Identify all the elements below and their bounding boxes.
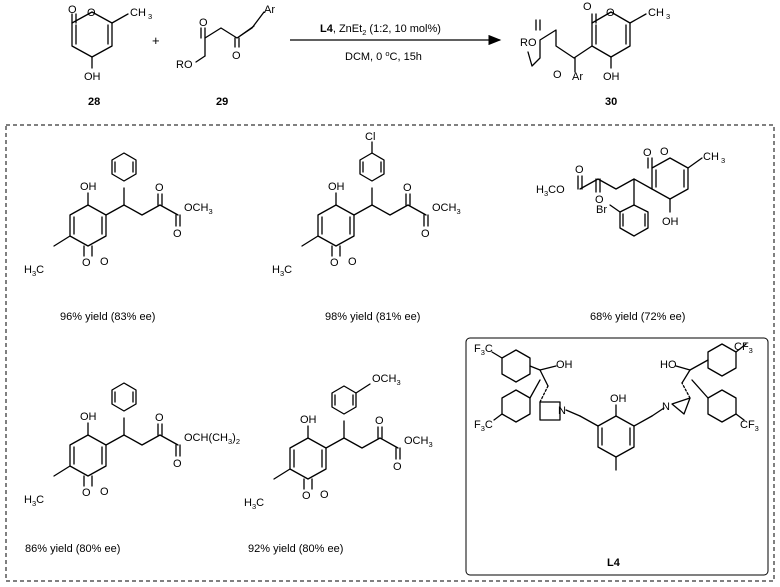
- atom-o: O: [232, 50, 241, 62]
- conditions-post: C, 15h: [390, 51, 422, 63]
- atom-ch3: CH: [703, 151, 719, 163]
- atom-h3c: H3C: [24, 264, 44, 278]
- atom-o: O: [320, 489, 329, 501]
- atom-h3co: H3CO: [536, 184, 565, 198]
- example-3-structure: O O CH 3 OH O O Br H3CO: [536, 146, 725, 237]
- example-5-structure: OCH3 OH O O H3C O O OCH3: [244, 373, 433, 511]
- atom-o: O: [82, 487, 91, 499]
- example-3-yield: 68% yield (72% ee): [590, 311, 685, 323]
- atom-o: O: [155, 182, 164, 194]
- atom-oh: OH: [610, 393, 627, 405]
- catalyst-sub: 2: [362, 28, 366, 37]
- atom-ro: RO: [176, 59, 193, 71]
- atom-cf3: CF3: [734, 341, 753, 355]
- atom-o: O: [199, 17, 208, 29]
- catalyst-ligand: L4: [320, 23, 334, 35]
- compound-29-structure: O O RO Ar: [176, 4, 275, 71]
- atom-o: O: [302, 490, 311, 502]
- sub-3: 3: [666, 12, 670, 21]
- atom-h3c: H3C: [24, 494, 44, 508]
- catalyst-conditions: L4, ZnEt2 (1:2, 10 mol%): [320, 23, 441, 37]
- atom-oh: OH: [662, 216, 679, 228]
- atom-o: O: [375, 415, 384, 427]
- atom-o: O: [575, 164, 584, 176]
- atom-cl: Cl: [365, 131, 375, 143]
- atom-h3c: H3C: [272, 264, 292, 278]
- atom-o: O: [606, 7, 615, 19]
- atom-o: O: [393, 461, 402, 473]
- compound-28-label: 28: [88, 96, 100, 108]
- compound-30-label: 30: [605, 96, 617, 108]
- example-1-yield: 96% yield (83% ee): [60, 311, 155, 323]
- atom-och3: OCH3: [372, 373, 401, 387]
- atom-ro: RO: [520, 37, 537, 49]
- example-4-structure: OH O O H3C O O OCH(CH3)2: [24, 382, 240, 508]
- atom-och-ch3-2: OCH(CH3)2: [184, 432, 240, 446]
- atom-br: Br: [596, 204, 607, 216]
- atom-och3: OCH3: [432, 202, 461, 216]
- example-5-yield: 92% yield (80% ee): [248, 543, 343, 555]
- atom-oh: OH: [80, 181, 97, 193]
- sub-3: 3: [148, 12, 152, 21]
- atom-oh: OH: [328, 181, 345, 193]
- ligand-l4-label: L4: [607, 557, 621, 569]
- catalyst-loading: (1:2, 10 mol%): [366, 23, 441, 35]
- atom-o: O: [330, 257, 339, 269]
- atom-oh: OH: [556, 359, 573, 371]
- atom-o: O: [660, 146, 669, 158]
- atom-o: O: [82, 257, 91, 269]
- atom-och3: OCH3: [184, 202, 213, 216]
- atom-ho: HO: [660, 359, 677, 371]
- ligand-box: [465, 337, 769, 576]
- atom-oh: OH: [84, 71, 101, 83]
- atom-f3c: F3C: [474, 343, 493, 357]
- atom-o: O: [173, 228, 182, 240]
- atom-n: N: [558, 405, 566, 417]
- atom-o: O: [173, 458, 182, 470]
- atom-ar: Ar: [264, 4, 275, 16]
- catalyst-zinc: , ZnEt: [333, 23, 362, 35]
- atom-oh: OH: [603, 71, 620, 83]
- compound-28-structure: O O CH 3 OH: [68, 4, 152, 83]
- atom-o: O: [421, 228, 430, 240]
- example-2-yield: 98% yield (81% ee): [325, 311, 420, 323]
- atom-o: O: [348, 256, 357, 268]
- atom-ch3: CH: [648, 7, 664, 19]
- compound-29-label: 29: [216, 96, 228, 108]
- atom-o: O: [100, 256, 109, 268]
- atom-o: O: [100, 486, 109, 498]
- atom-oh: OH: [80, 411, 97, 423]
- atom-och3: OCH3: [404, 435, 433, 449]
- plus-sign: +: [152, 33, 160, 48]
- atom-o: O: [68, 4, 77, 16]
- atom-oh: OH: [300, 414, 317, 426]
- example-4-yield: 86% yield (80% ee): [25, 543, 120, 555]
- example-1-structure: OH O O H3C O O OCH3: [24, 152, 213, 278]
- conditions-degree: o: [385, 49, 389, 58]
- solvent-conditions: DCM, 0 oC, 15h: [345, 49, 422, 63]
- atom-o: O: [643, 147, 652, 159]
- atom-ar: Ar: [572, 71, 583, 83]
- atom-o: O: [403, 182, 412, 194]
- atom-o: O: [87, 7, 96, 19]
- atom-cf3: CF3: [740, 419, 759, 433]
- example-2-structure: Cl OH O O H3C O O OCH3: [272, 131, 461, 278]
- atom-n: N: [662, 401, 670, 413]
- atom-ch3: CH: [130, 7, 146, 19]
- atom-o: O: [155, 412, 164, 424]
- atom-f3c: F3C: [474, 419, 493, 433]
- compound-30-structure: O O CH 3 OH RO O Ar: [520, 1, 670, 83]
- ligand-l4-structure: OH N N OH HO F3C F3C CF3 CF3: [474, 341, 759, 471]
- atom-o: O: [595, 194, 604, 206]
- scope-box: [5, 124, 775, 582]
- conditions-pre: DCM, 0: [345, 51, 385, 63]
- atom-o: O: [583, 1, 592, 13]
- atom-h3c: H3C: [244, 497, 264, 511]
- atom-o: O: [553, 69, 562, 81]
- sub-3: 3: [721, 156, 725, 165]
